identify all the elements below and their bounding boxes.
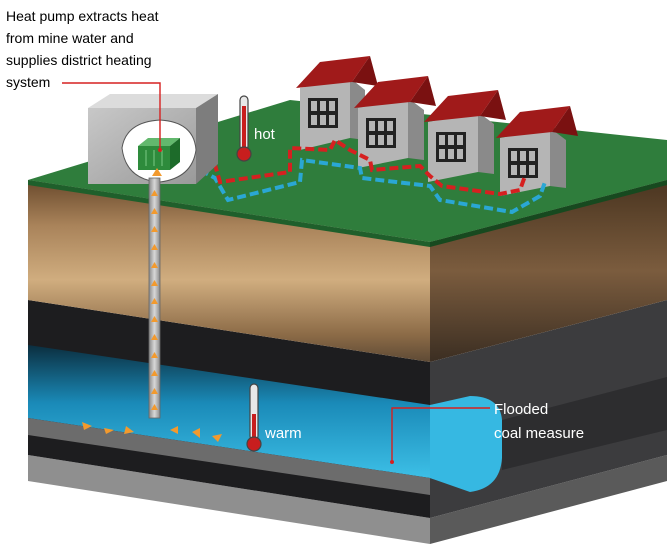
- flooded-coal-measure: [28, 345, 500, 490]
- thermometer-warm-icon: [246, 383, 262, 452]
- flow-pipe-hot: [199, 137, 527, 197]
- callout-heat-pump: Heat pump extracts heat from mine water …: [6, 8, 162, 152]
- svg-text:Flooded coal measure: Flooded coal measure: [494, 401, 584, 442]
- callout-flooded: Flooded coal measure: [390, 401, 584, 464]
- thermometer-hot-label: hot: [254, 126, 276, 143]
- soil-front: [28, 180, 430, 362]
- district-heating-pipes: [199, 137, 547, 215]
- house-4: [496, 106, 578, 196]
- base-rock-side: [430, 455, 667, 544]
- callout-heat-pump-leader: [62, 82, 161, 150]
- house-3: [424, 90, 506, 182]
- callout-flooded-leader: [391, 407, 490, 462]
- grass-edge-side: [430, 180, 667, 247]
- thermometer-hot-icon: [236, 95, 252, 162]
- borehole-pipe: [82, 177, 222, 442]
- callout-heat-pump-line-3: supplies district heating: [6, 52, 152, 68]
- flooded-seam-end: [430, 396, 502, 492]
- svg-text:Heat pump extracts heat: Heat pump extracts heat from mine water …: [6, 8, 162, 90]
- water-floor-layer: [28, 418, 430, 495]
- callout-flooded-line-2: coal measure: [494, 425, 584, 442]
- soil-side: [430, 180, 667, 362]
- house-1: [296, 56, 378, 150]
- upflow-arrows: [151, 190, 158, 410]
- callout-heat-pump-line-4: system: [6, 74, 50, 90]
- callout-heat-pump-line-2: from mine water and: [6, 30, 134, 46]
- thermometer-warm-label: warm: [264, 425, 302, 442]
- grass-edge-front: [28, 180, 430, 247]
- callout-flooded-line-1: Flooded: [494, 401, 548, 418]
- house-2: [354, 76, 436, 168]
- inflow-arrows: [82, 422, 222, 442]
- callout-heat-pump-line-1: Heat pump extracts heat: [6, 8, 159, 24]
- return-pipe-cold: [199, 157, 547, 215]
- base-rock-front: [28, 455, 430, 544]
- houses: [296, 56, 578, 196]
- seam-side-dark: [502, 377, 667, 470]
- heat-pump-building: [88, 94, 218, 184]
